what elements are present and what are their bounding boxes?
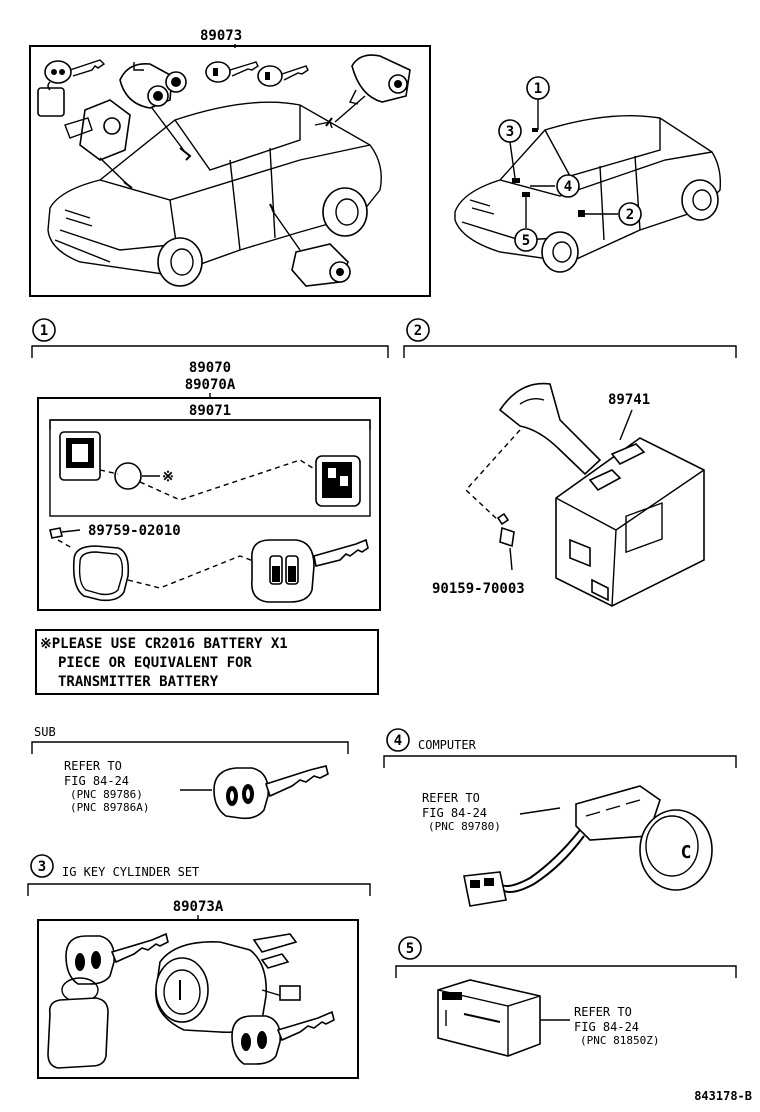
lock-housing-icon (64, 99, 133, 189)
screw-part-no: 89759-02010 (88, 523, 181, 539)
sub-section: SUB REFER TO FIG 84-24 (PNC 89786) (PNC … (31, 725, 349, 820)
sub-pnc-2: (PNC 89786A) (70, 801, 149, 814)
battery-note-line-3: TRANSMITTER BATTERY (58, 674, 219, 690)
key-icon-2 (257, 65, 309, 87)
section-5-pnc: (PNC 81850Z) (580, 1034, 659, 1047)
section-3-title: IG KEY CYLINDER SET (62, 865, 199, 879)
callout-2: 2 (626, 207, 634, 223)
ig-key-set-box (37, 919, 359, 1079)
module-icon (437, 979, 541, 1057)
battery-icon: ※ (114, 462, 174, 490)
section-1-part-no-a: 89070 (189, 360, 231, 376)
section-5: 5 REFER TO FIG 84-24 (PNC 81850Z) (395, 936, 737, 1057)
sub-title: SUB (34, 725, 56, 739)
ig-key-with-tag-icon (47, 932, 169, 1069)
section-4: 4 COMPUTER REFER TO FIG 84-24 (PNC 89780… (383, 728, 737, 907)
battery-note: ※PLEASE USE CR2016 BATTERY X1 PIECE OR E… (35, 629, 379, 695)
receiver-unit-icon (555, 437, 705, 607)
transmitter-cover-icon (72, 545, 130, 602)
top-assembly-box (29, 45, 431, 297)
computer-harness-icon: C (463, 785, 713, 907)
top-assembly: 89073 (29, 28, 431, 297)
callout-1: 1 (534, 81, 542, 97)
section-4-refer-2: FIG 84-24 (422, 806, 487, 820)
key-with-tag-icon (37, 59, 106, 117)
figure-code: 843178-B (694, 1089, 752, 1103)
section-2-number: 2 (414, 323, 422, 339)
callout-4: 4 (564, 179, 572, 195)
section-2: 2 89741 90159-70003 (403, 318, 737, 607)
section-1-number: 1 (40, 323, 48, 339)
key-icon-1 (205, 61, 259, 83)
callout-3: 3 (506, 124, 514, 140)
receiver-part-no: 89741 (608, 392, 650, 408)
ig-key-icon (231, 1010, 335, 1065)
transmitter-case-icon (315, 455, 361, 507)
screw-icon: 89759-02010 (49, 523, 181, 539)
sub-refer-2: FIG 84-24 (64, 774, 129, 788)
ignition-cylinder-icon (119, 62, 192, 161)
battery-mark: ※ (162, 469, 174, 485)
section-3-part-no: 89073A (173, 899, 224, 915)
transmitter-part-no: 89071 (189, 403, 231, 419)
top-assembly-part-no: 89073 (200, 28, 242, 44)
section-5-number: 5 (406, 941, 414, 957)
computer-part-letter: C (681, 842, 692, 863)
battery-note-line-2: PIECE OR EQUIVALENT FOR (58, 655, 252, 671)
door-lock-cylinder-icon (325, 54, 411, 127)
section-5-refer-2: FIG 84-24 (574, 1020, 639, 1034)
callout-5: 5 (522, 233, 530, 249)
receiver-screw-part-no: 90159-70003 (432, 581, 525, 597)
section-4-number: 4 (394, 733, 402, 749)
section-1-part-no-b: 89070A (185, 377, 236, 393)
transmitter-box (37, 397, 381, 611)
ig-cylinder-icon (155, 933, 301, 1034)
battery-note-box (35, 629, 379, 695)
rear-cylinder-icon (269, 203, 351, 287)
section-5-refer-1: REFER TO (574, 1005, 632, 1019)
transmitter-board-icon (59, 431, 101, 481)
section-4-pnc: (PNC 89780) (428, 820, 501, 833)
section-3-number: 3 (38, 859, 46, 875)
section-3: 3 IG KEY CYLINDER SET 89073A (27, 854, 371, 1079)
sub-refer-1: REFER TO (64, 759, 122, 773)
receiver-bracket-icon (498, 382, 602, 476)
battery-note-line-1: ※PLEASE USE CR2016 BATTERY X1 (40, 636, 288, 652)
locator-car: 1 3 4 2 5 (454, 76, 722, 273)
section-4-title: COMPUTER (418, 738, 477, 752)
sub-key-icon (213, 765, 329, 820)
car-illustration-main (47, 101, 382, 287)
section-1: 1 89070 89070A 89071 ※ (31, 318, 389, 611)
section-4-refer-1: REFER TO (422, 791, 480, 805)
transmitter-key-icon (251, 538, 369, 603)
receiver-screw-icon (496, 512, 515, 571)
sub-pnc-1: (PNC 89786) (70, 788, 143, 801)
